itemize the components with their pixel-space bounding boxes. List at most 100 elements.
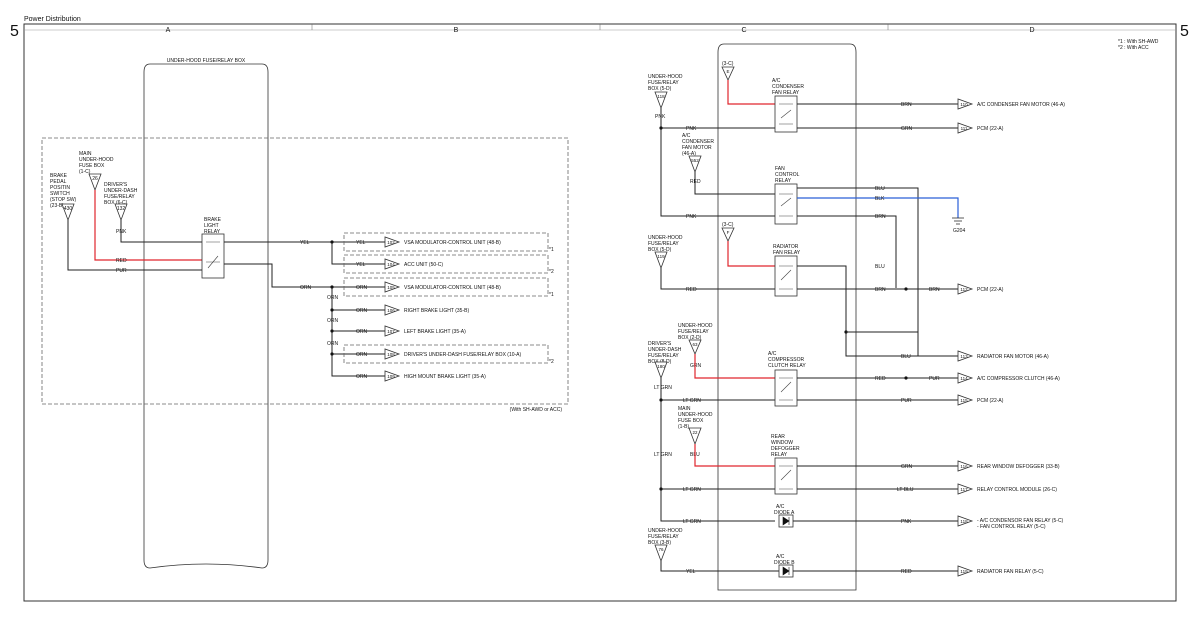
svg-text:LT BLU: LT BLU [897,487,914,493]
radiator-relay-label: RADIATOR FAN RELAY [773,244,801,256]
rear-defogger-relay [774,457,798,495]
svg-text:(46-A): (46-A) [682,151,696,157]
main-fusebox-label: MAIN UNDER-HOOD FUSE BOX (1-C) [79,151,114,175]
svg-text:117: 117 [960,487,968,492]
svg-text:(3-C): (3-C) [722,61,734,67]
svg-text:RELAY: RELAY [771,452,788,458]
wire-red [94,190,202,261]
under-dash-label: DRIVER'S UNDER-DASH FUSE/RELAY BOX (6-C) [104,182,138,206]
svg-text:- A/C CONDENSOR FAN RELAY (5-C: - A/C CONDENSOR FAN RELAY (5-C) [977,518,1064,524]
page-title: Power Distribution [24,16,81,23]
svg-text:113: 113 [960,354,968,359]
svg-text:FUSE BOX: FUSE BOX [79,163,105,169]
svg-text:(1-B): (1-B) [678,424,689,430]
svg-text:107: 107 [387,329,395,334]
output-106: ORN 106 RIGHT BRAKE LIGHT (35-B) [356,304,469,316]
page-number-right: 5 [1180,23,1189,40]
svg-text:ORN: ORN [356,329,368,335]
svg-text:FUSE/RELAY: FUSE/RELAY [648,241,679,247]
fan-control-relay-label: FAN CONTROL RELAY [775,166,800,184]
svg-text:DIODE A: DIODE A [774,510,795,516]
under-hood-fusebox-c [717,43,857,591]
diode-b-label: A/C DIODE B [774,554,795,566]
svg-text:UNDER-HOOD: UNDER-HOOD [678,412,713,418]
svg-text:DRIVER'S: DRIVER'S [648,341,672,347]
svg-text:(3-C): (3-C) [722,222,734,228]
svg-text:119: 119 [657,254,665,259]
svg-text:FUSE/RELAY: FUSE/RELAY [104,194,135,200]
svg-text:GRN: GRN [901,126,913,132]
brake-relay-label: BRAKE LIGHT RELAY [204,217,222,235]
svg-text:A/C: A/C [682,133,691,139]
tag-pnk-c1: PNK [655,114,666,120]
svg-text:POSITIN: POSITIN [50,185,70,191]
tag-blk: BLK [875,196,885,202]
svg-text:DRIVER'S: DRIVER'S [104,182,128,188]
svg-text:RADIATOR FAN MOTOR (46-A): RADIATOR FAN MOTOR (46-A) [977,354,1049,360]
svg-text:FUSE/RELAY: FUSE/RELAY [648,353,679,359]
svg-text:RADIATOR: RADIATOR [773,244,799,250]
svg-text:RADIATOR FAN RELAY (5-C): RADIATOR FAN RELAY (5-C) [977,569,1044,575]
svg-text:DEFOGGER: DEFOGGER [771,446,800,452]
wire-pnk [120,220,202,243]
output-108: ORN 108 DRIVER'S UNDER-DASH FUSE/RELAY B… [356,348,554,365]
output-109: ORN 109 HIGH MOUNT BRAKE LIGHT (35-A) [356,370,486,382]
svg-text:FAN RELAY: FAN RELAY [773,250,801,256]
fan-control-relay [774,183,798,225]
tag-red-c2: RED [686,287,697,293]
svg-text:PCM (22-A): PCM (22-A) [977,287,1004,293]
tag-red-c: RED [875,376,886,382]
svg-text:(23-B): (23-B) [50,203,64,209]
tag-ltgrn-2: LT GRN [683,398,701,404]
svg-text:LEFT BRAKE LIGHT (35-A): LEFT BRAKE LIGHT (35-A) [404,329,466,335]
radiator-fan-relay [774,255,798,297]
svg-text:DRIVER'S UNDER-DASH FUSE/RELAY: DRIVER'S UNDER-DASH FUSE/RELAY BOX (10-A… [404,352,522,358]
svg-text:CONTROL: CONTROL [775,172,800,178]
svg-text:YEL: YEL [356,262,366,268]
diode-a-label: A/C DIODE A [774,504,795,516]
tag-orn-2: ORN [327,295,339,301]
svg-text:PEDAL: PEDAL [50,179,67,185]
output-118: PNK 118 - A/C CONDENSOR FAN RELAY (5-C) … [901,515,1064,530]
source-acfan-motor: A/C CONDENSER FAN MOTOR (46-A) 552 [682,133,714,174]
svg-text:REAR: REAR [771,434,785,440]
under-hood-fusebox-a [143,63,269,569]
svg-text:A/C: A/C [776,554,785,560]
svg-text:A/C: A/C [772,78,781,84]
output-105: ORN 105 VSA MODULATOR-CONTROL UNIT (48-B… [356,281,554,298]
svg-text:111: 111 [961,126,968,131]
svg-text:552: 552 [691,158,699,163]
output-111: GRN 111 PCM (22-A) [901,122,1004,134]
svg-text:WINDOW: WINDOW [771,440,793,446]
source-fb-3c-b: (3-C) F [721,222,735,242]
svg-text:BLU: BLU [901,354,911,360]
svg-text:118: 118 [657,94,665,99]
wire-pur [67,220,202,271]
svg-text:A/C: A/C [776,504,785,510]
svg-text:UNDER-HOOD: UNDER-HOOD [648,528,683,534]
svg-text:DIODE B: DIODE B [774,560,795,566]
svg-text:132: 132 [117,206,126,212]
svg-text:114: 114 [960,376,968,381]
svg-text:180: 180 [657,364,665,369]
brake-light-relay [201,233,225,279]
output-119: RED 119 RADIATOR FAN RELAY (5-C) [901,565,1044,577]
svg-text:430: 430 [64,206,73,212]
svg-text:UNDER-HOOD: UNDER-HOOD [648,74,683,80]
connector-26: 26 [88,173,102,192]
svg-text:BOX (2-D): BOX (2-D) [678,335,702,341]
tag-blu-c2: BLU [875,264,885,270]
svg-text:*1: *1 [549,247,554,253]
svg-text:ORN: ORN [356,352,368,358]
svg-text:GRN: GRN [901,464,913,470]
svg-text:PCM (22-A): PCM (22-A) [977,398,1004,404]
source-main-1b: MAIN UNDER-HOOD FUSE BOX (1-B) 22 [678,406,713,446]
rear-defogger-relay-label: REAR WINDOW DEFOGGER RELAY [771,434,800,458]
svg-text:PUR: PUR [929,376,940,382]
ground-icon [952,217,964,225]
svg-text:CONDENSER: CONDENSER [772,84,804,90]
svg-text:BRN: BRN [901,102,912,108]
svg-text:115: 115 [960,398,968,403]
svg-text:RELAY: RELAY [775,178,792,184]
